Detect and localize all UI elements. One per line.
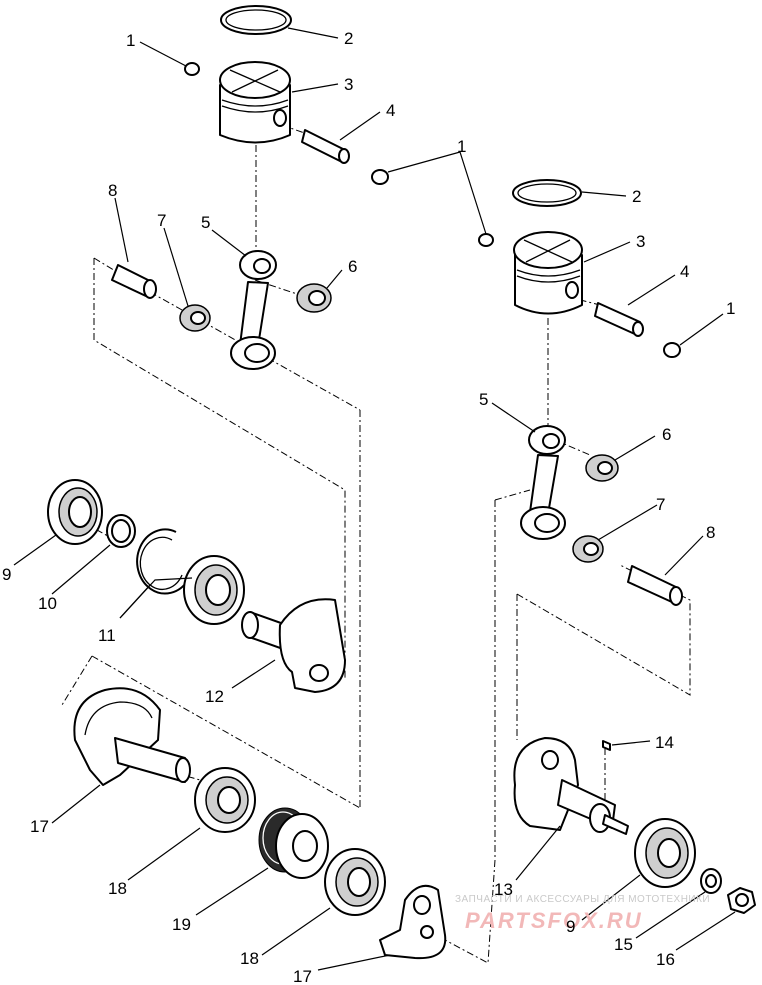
callout-2: 2 — [632, 187, 641, 206]
connecting-rod-left — [230, 250, 277, 370]
crank-pin-left — [111, 264, 157, 299]
crankshaft-half-left — [241, 598, 346, 693]
callout-13: 13 — [494, 880, 513, 899]
callout-11: 11 — [98, 626, 116, 645]
callout-3: 3 — [344, 75, 353, 94]
callout-5: 5 — [479, 390, 488, 409]
callout-labels: 1 2 3 4 1 8 7 5 6 2 3 4 1 5 6 7 8 9 10 1… — [2, 29, 735, 985]
watermark-tagline: ЗАПЧАСТИ И АКСЕССУАРЫ ДЛЯ МОТОТЕХНИКИ — [455, 894, 710, 905]
circlip-right-upper — [478, 233, 494, 247]
callout-17: 17 — [30, 817, 49, 836]
woodruff-key — [602, 740, 611, 751]
ball-bearing-left-outer — [47, 479, 103, 545]
callout-14: 14 — [655, 733, 674, 752]
piston-pin-right — [594, 302, 644, 337]
circlip-left-upper — [184, 62, 200, 76]
piston-right — [513, 231, 583, 315]
callout-18: 18 — [240, 949, 259, 968]
crankshaft-half-lower-upper — [73, 687, 191, 786]
circlip-left-lower — [371, 169, 389, 185]
callout-6: 6 — [348, 257, 357, 276]
callout-12: 12 — [205, 687, 224, 706]
needle-bearing-large-right — [572, 535, 604, 563]
crank-pin-right — [627, 565, 683, 606]
callout-7: 7 — [656, 495, 665, 514]
callout-8: 8 — [706, 523, 715, 542]
lock-washer — [700, 868, 722, 894]
ball-bearing-left-inner — [183, 555, 245, 625]
retaining-ring-left — [136, 528, 189, 595]
needle-bearing-small-right — [585, 454, 619, 482]
snap-ring-left — [106, 514, 136, 548]
needle-bearing-small-left — [296, 283, 332, 313]
circlip-right-lower — [663, 342, 681, 358]
crankshaft-half-lower-lower — [379, 884, 447, 960]
callout-2: 2 — [344, 29, 353, 48]
callout-9: 9 — [566, 917, 575, 936]
leader-lines — [13, 27, 736, 971]
callout-4: 4 — [386, 101, 395, 120]
callout-6: 6 — [662, 425, 671, 444]
watermark-logo: PARTSFOX.RU — [465, 908, 643, 933]
labyrinth-seal — [258, 807, 329, 879]
callout-16: 16 — [656, 950, 675, 969]
ball-bearing-lower-b — [324, 848, 386, 916]
watermark: ЗАПЧАСТИ И АКСЕССУАРЫ ДЛЯ МОТОТЕХНИКИ PA… — [455, 894, 710, 933]
piston-ring-left — [220, 5, 292, 35]
hex-nut — [727, 887, 756, 914]
callout-1: 1 — [726, 299, 735, 318]
piston-ring-right — [512, 179, 582, 207]
piston-left — [219, 61, 291, 144]
callout-17: 17 — [293, 967, 312, 985]
callout-4: 4 — [680, 262, 689, 281]
callout-8: 8 — [108, 181, 117, 200]
callout-9: 9 — [2, 565, 11, 584]
piston-pin-left — [301, 129, 350, 164]
crankshaft-half-right — [513, 737, 629, 835]
callout-10: 10 — [38, 594, 57, 613]
ball-bearing-right — [634, 818, 696, 888]
callout-3: 3 — [636, 232, 645, 251]
callout-19: 19 — [172, 915, 191, 934]
callout-5: 5 — [201, 213, 210, 232]
ball-bearing-lower-a — [194, 767, 256, 833]
callout-15: 15 — [614, 935, 633, 954]
connecting-rod-right — [520, 425, 566, 540]
needle-bearing-large-left — [179, 304, 211, 332]
callout-7: 7 — [157, 211, 166, 230]
callout-18: 18 — [108, 879, 127, 898]
callout-1: 1 — [126, 31, 135, 50]
callout-1: 1 — [457, 137, 466, 156]
